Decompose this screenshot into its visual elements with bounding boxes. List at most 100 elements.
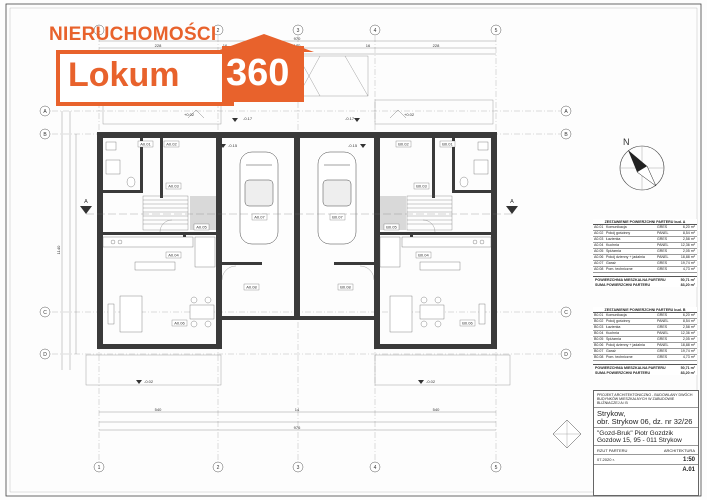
table-cell-id: B0.04 [594, 331, 604, 335]
table-cell-floor: GRES [657, 349, 668, 353]
table-cell-area: 2,58 m² [682, 325, 695, 329]
logo-box: Lokum [56, 50, 234, 106]
grid-col-3: 3 [297, 28, 300, 34]
table-a-sum1-label: POWIERZCHNIA MIESZKALNA PARTERU [595, 278, 666, 282]
kitchen-right [379, 236, 492, 271]
logo-brand-word: Lokum [68, 56, 180, 94]
living-furniture-right [389, 295, 486, 333]
svg-text:16: 16 [366, 43, 371, 48]
bathroom-right [459, 141, 489, 188]
grid-bubbles-rows: A B C D A B C D [39, 105, 572, 360]
svg-text:540: 540 [433, 407, 440, 412]
svg-text:228: 228 [155, 43, 162, 48]
table-cell-name: Pokój gościnny [606, 231, 631, 235]
table-b-sum2-value: 83,20 m² [680, 371, 695, 375]
tag-a0-01: A0.01 [140, 142, 151, 147]
table-cell-area: 12,36 m² [680, 243, 695, 247]
table-cell-area: 4,73 m² [682, 267, 695, 271]
tag-b0-03: B0.03 [416, 184, 427, 189]
tag-b0-07: B0.07 [332, 215, 343, 220]
table-cell-id: B0.05 [594, 337, 604, 341]
table-cell-area: 2,05 m² [682, 249, 695, 253]
bottom-dimensions [99, 411, 496, 431]
table-cell-area: 4,73 m² [682, 355, 695, 359]
dim-bottom-overall: 976 [294, 425, 301, 430]
table-a-sum2-value: 83,20 m² [680, 283, 695, 287]
table-cell-id: A0.08 [594, 267, 604, 271]
table-b-title: ZESTAWIENIE POWIERZCHNI PARTERU bud. B [593, 307, 697, 313]
grid-row-b: B [43, 132, 47, 138]
title-location-2: obr. Strykow 06, dz. nr 32/26 [597, 416, 693, 426]
svg-text:D: D [564, 352, 568, 358]
svg-text:B: B [564, 132, 568, 138]
table-cell-floor: GRES [657, 337, 668, 341]
kitchen-left [102, 236, 216, 271]
table-cell-floor: GRES [657, 237, 668, 241]
table-cell-name: Komunikacja [606, 225, 627, 229]
section-mark-right: A [510, 199, 514, 205]
table-cell-name: Pokój dzienny + jadalnia [606, 255, 645, 259]
table-cell-id: B0.01 [594, 313, 604, 317]
title-scale: 1:50 [682, 456, 695, 463]
title-block: PROJEKT ARCHITEKTONICZNO - BUDOWLANY DWÓ… [593, 390, 699, 496]
table-cell-name: Spiżarnia [606, 249, 621, 253]
tag-a0-07: A0.07 [254, 215, 265, 220]
table-cell-floor: PANEL [657, 343, 669, 347]
svg-text:14: 14 [295, 407, 300, 412]
title-drawing-name: RZUT PARTERU [597, 447, 628, 453]
table-cell-floor: GRES [657, 225, 668, 229]
grid-bubbles-top: 1 2 3 4 5 [93, 24, 502, 36]
car-right [317, 151, 357, 245]
tag-a0-02: A0.02 [166, 142, 177, 147]
car-left [239, 151, 279, 245]
table-cell-floor: PANEL [657, 231, 669, 235]
tag-b0-05: B0.05 [386, 225, 397, 230]
table-cell-id: A0.07 [594, 261, 604, 265]
table-cell-floor: GRES [657, 313, 668, 317]
svg-text:1: 1 [98, 465, 101, 471]
table-cell-area: 18,88 m² [680, 343, 695, 347]
table-b-sum2-label: SUMA POWIERZCHNI PARTERU [595, 371, 651, 375]
tag-b0-02: B0.02 [398, 142, 409, 147]
table-cell-area: 6,20 m² [682, 225, 695, 229]
logo-brand-number: 360 [226, 52, 290, 94]
area-table-b: ZESTAWIENIE POWIERZCHNI PARTERU bud. B B… [593, 307, 697, 375]
brand-logo: NIERUCHOMOŚCI Lokum 360 [46, 24, 314, 106]
table-cell-name: Pom. techniczne [606, 267, 633, 271]
table-cell-area: 12,36 m² [680, 331, 695, 335]
table-cell-floor: PANEL [657, 255, 669, 259]
room-tags-right: B0.01 B0.02 B0.03 B0.04 B0.05 B0.06 B0.0… [329, 140, 476, 327]
table-cell-area: 6,20 m² [682, 313, 695, 317]
table-cell-name: Kuchnia [606, 243, 619, 247]
grid-bubbles-bottom: 1 2 3 4 5 [93, 461, 502, 473]
section-mark-left: A [84, 199, 88, 205]
table-cell-id: A0.05 [594, 249, 604, 253]
table-cell-name: Pokój gościnny [606, 319, 631, 323]
stairs-left [142, 195, 189, 231]
door-swings [159, 219, 436, 281]
compass-icon [619, 145, 665, 191]
grid-col-2: 2 [217, 28, 220, 34]
level-upper-right: -0.17 [345, 116, 355, 121]
area-table-a: ZESTAWIENIE POWIERZCHNI PARTERU bud. A A… [593, 219, 697, 287]
table-cell-name: Pom. techniczne [606, 355, 633, 359]
dim-left-overall: 1140 [56, 245, 61, 254]
level-top-right: +0.02 [404, 112, 415, 117]
tag-a0-03: A0.03 [168, 184, 179, 189]
table-cell-name: Pokój dzienny + jadalnia [606, 343, 645, 347]
svg-text:A: A [564, 109, 568, 115]
table-cell-id: B0.08 [594, 355, 604, 359]
title-discipline: ARCHITEKTURA [663, 447, 695, 453]
tag-b0-04: B0.04 [418, 253, 429, 258]
svg-text:C: C [564, 310, 568, 316]
tag-b0-01: B0.01 [442, 142, 453, 147]
table-a-title: ZESTAWIENIE POWIERZCHNI PARTERU bud. A [593, 219, 697, 225]
